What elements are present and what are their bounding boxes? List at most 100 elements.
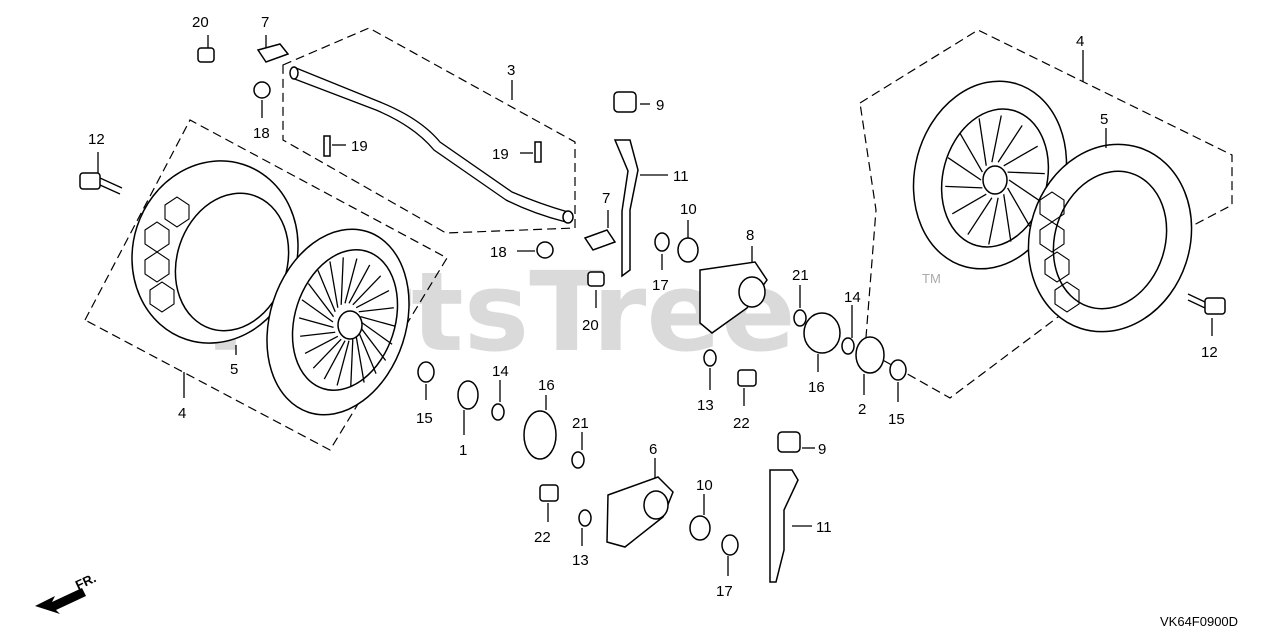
washer-21-right (793, 309, 807, 327)
axle-outline (282, 27, 576, 234)
callout-9-bottom: 9 (818, 441, 826, 458)
spoke (1008, 179, 1043, 203)
spoke (1003, 194, 1012, 242)
spoke (997, 125, 1023, 163)
front-arrow: FR. (35, 570, 98, 614)
callout-19-right: 19 (492, 146, 509, 163)
callout-21-right: 21 (792, 267, 809, 284)
bolt-12-left (79, 165, 123, 195)
spoke (1007, 187, 1031, 227)
callout-12-right: 12 (1201, 344, 1218, 361)
leader-lines (97, 35, 1213, 576)
washer-13-top (703, 349, 717, 367)
spoke (352, 275, 382, 306)
washer-14-left (491, 403, 505, 421)
callout-20-top: 20 (192, 14, 209, 31)
bolt-22-top (737, 369, 757, 387)
callout-7-mid: 7 (602, 190, 610, 207)
callout-17-bottom: 17 (716, 583, 733, 600)
bushing-10-bottom (689, 515, 711, 541)
callout-4-left: 4 (178, 405, 186, 422)
callout-12-left: 12 (88, 131, 105, 148)
callout-21-left: 21 (572, 415, 589, 432)
callout-15-left: 15 (416, 410, 433, 427)
spoke (336, 340, 350, 386)
callout-11-bottom: 11 (816, 519, 832, 536)
spoke (344, 258, 358, 304)
callout-1: 1 (459, 442, 467, 459)
holder-7-top (256, 43, 290, 63)
spoke (1003, 145, 1039, 167)
callout-5-right: 5 (1100, 111, 1108, 128)
pinion-1 (457, 380, 479, 410)
callout-18-mid: 18 (490, 244, 507, 261)
left-wheel-outline (84, 119, 448, 451)
callout-7-top: 7 (261, 14, 269, 31)
gear-16-left (523, 410, 557, 460)
callout-5-left: 5 (230, 361, 238, 378)
callout-9-top: 9 (656, 97, 664, 114)
spoke (959, 133, 983, 173)
washer-17-top (654, 232, 670, 252)
washer-21-left (571, 451, 585, 469)
pinion-2 (855, 336, 885, 374)
callout-4-right: 4 (1076, 33, 1084, 50)
spoke (978, 118, 987, 166)
spoke (945, 185, 983, 189)
callout-14-right: 14 (844, 289, 861, 306)
bolt-20-top (197, 47, 215, 63)
pin-19-a (323, 135, 331, 157)
spoke (360, 316, 396, 327)
callout-13-bottom: 13 (572, 552, 589, 569)
callout-15-right: 15 (888, 411, 905, 428)
spoke (301, 299, 334, 323)
bushing-10-top (677, 237, 699, 263)
left-wheel (266, 228, 410, 416)
spoke (307, 283, 335, 318)
callout-16-right: 16 (808, 379, 825, 396)
washer-14-right (841, 337, 855, 355)
callout-8: 8 (746, 227, 754, 244)
spoke (951, 193, 987, 215)
spoke (317, 270, 336, 313)
spoke (300, 331, 336, 337)
spoke (1007, 171, 1045, 175)
drawing-code: VK64F0900D (1160, 614, 1238, 629)
callout-18-top: 18 (253, 125, 270, 142)
spoke (312, 338, 342, 369)
washer-15-left (417, 361, 435, 383)
callout-22-top: 22 (733, 415, 750, 432)
spoke (358, 307, 394, 313)
bracket-11-bottom (769, 469, 799, 583)
spoke (348, 264, 371, 304)
nut-18-mid (536, 241, 554, 259)
bolt-12-right (1187, 293, 1226, 315)
rear-axle (289, 66, 574, 224)
watermark-tm: TM (922, 271, 941, 286)
callout-11-top: 11 (673, 168, 689, 185)
callout-3: 3 (507, 62, 515, 79)
callout-labels: 20 7 18 3 9 19 19 12 11 7 10 8 18 20 17 … (88, 14, 1218, 600)
right-wheel (912, 80, 1068, 270)
right-tire (1027, 143, 1193, 333)
plate-8-bearing (738, 276, 766, 308)
pin-19-b (534, 141, 542, 163)
holder-7-mid (583, 229, 617, 251)
spoke (360, 321, 393, 345)
spoke (355, 336, 365, 383)
washer-13-bottom (578, 509, 592, 527)
spoke (355, 289, 390, 309)
callout-13-top: 13 (697, 397, 714, 414)
spoke (304, 335, 339, 355)
callout-10-top: 10 (680, 201, 697, 218)
spoke (358, 331, 377, 374)
spoke (947, 157, 982, 181)
callout-16-left: 16 (538, 377, 555, 394)
bolt-22-bottom (539, 484, 559, 502)
bolt-20-mid (587, 271, 605, 287)
callout-10-bottom: 10 (696, 477, 713, 494)
bracket-11-top (613, 139, 639, 278)
spoke (991, 115, 1002, 163)
spoke (967, 197, 993, 235)
